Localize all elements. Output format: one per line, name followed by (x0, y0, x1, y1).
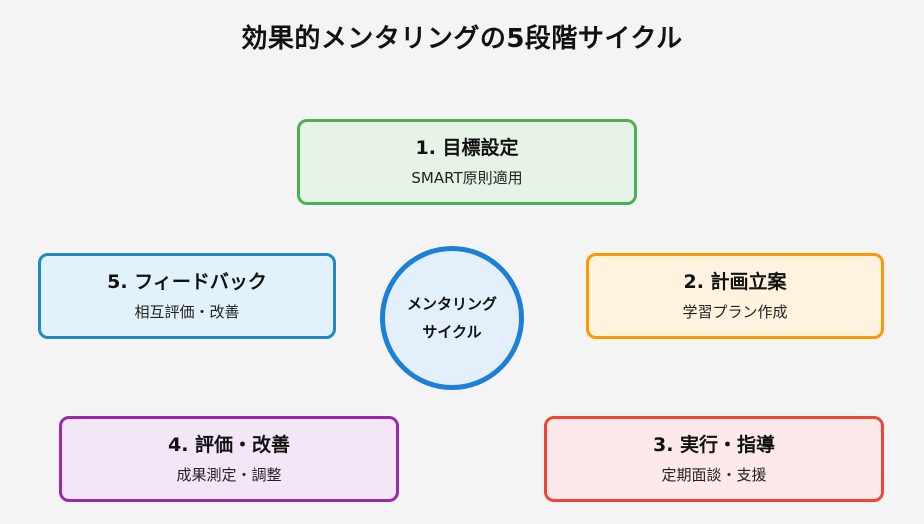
stage-box-planning: 2. 計画立案 学習プラン作成 (586, 253, 884, 339)
center-label-line1: メンタリング (406, 295, 497, 313)
stage-title: 1. 目標設定 (415, 137, 519, 159)
stage-description: 学習プラン作成 (682, 303, 788, 321)
stage-description: 定期面談・支援 (661, 466, 767, 484)
stage-box-evaluation: 4. 評価・改善 成果測定・調整 (59, 416, 399, 502)
stage-box-goal-setting: 1. 目標設定 SMART原則適用 (297, 119, 637, 205)
stage-title: 4. 評価・改善 (167, 434, 291, 456)
stage-box-feedback: 5. フィードバック 相互評価・改善 (38, 253, 336, 339)
diagram-title: 効果的メンタリングの5段階サイクル (241, 24, 683, 54)
stage-box-execution: 3. 実行・指導 定期面談・支援 (544, 416, 884, 502)
stage-description: 相互評価・改善 (134, 303, 240, 321)
stage-description: SMART原則適用 (411, 169, 523, 187)
stage-title: 3. 実行・指導 (652, 434, 776, 456)
center-label-line2: サイクル (422, 323, 482, 341)
stage-description: 成果測定・調整 (176, 466, 282, 484)
center-cycle-circle: メンタリング サイクル (380, 246, 524, 390)
stage-title: 5. フィードバック (107, 271, 267, 293)
stage-title: 2. 計画立案 (683, 271, 787, 293)
